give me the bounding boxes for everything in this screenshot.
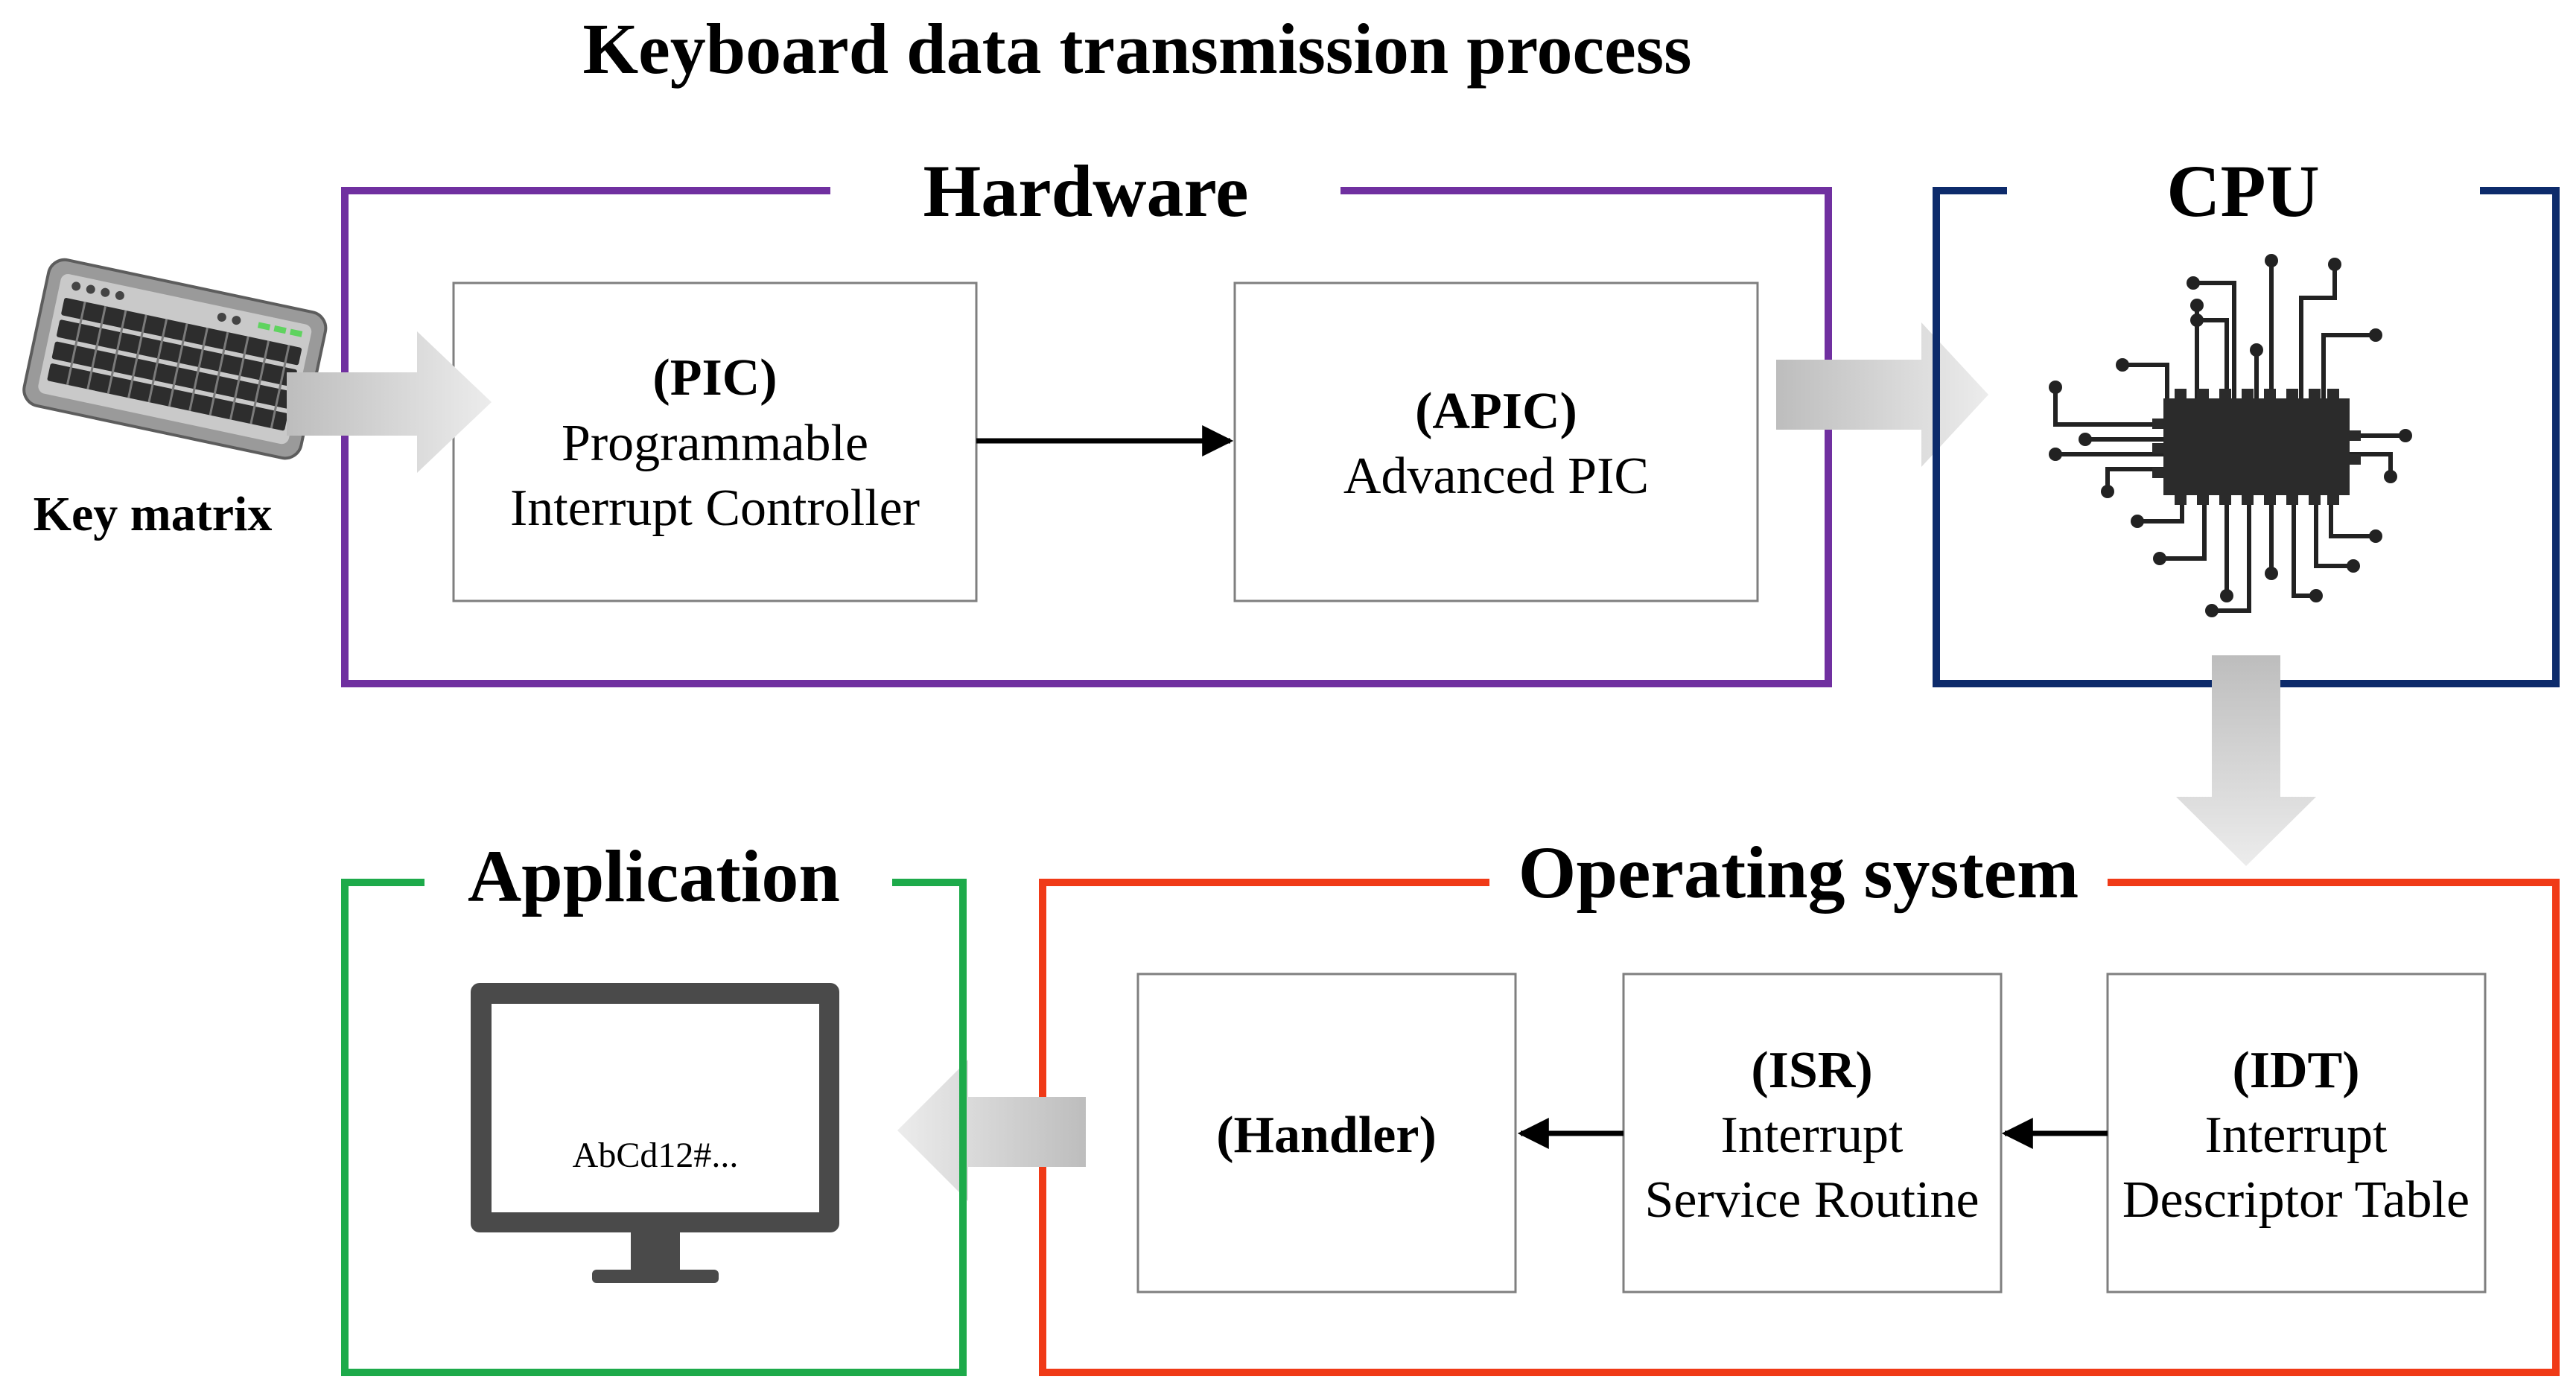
hardware-group: Hardware (PIC) Programmable Interrupt Co… [341, 150, 1832, 687]
pic-box [452, 281, 978, 602]
apic-box [1233, 281, 1759, 602]
hardware-to-cpu-arrow [1776, 322, 1988, 467]
cpu-label: CPU [2166, 150, 2320, 232]
isr-abbr: (ISR) [1751, 1042, 1872, 1099]
idt-box [2106, 973, 2487, 1293]
cpu-chip-icon [2049, 254, 2412, 617]
pic-line2: Interrupt Controller [510, 480, 920, 537]
apic-abbr: (APIC) [1415, 383, 1577, 440]
diagram-title: Keyboard data transmission process [583, 9, 1692, 89]
os-frame [1039, 879, 2560, 1376]
cpu-to-os-arrow [2176, 655, 2316, 866]
application-frame [341, 879, 967, 1376]
application-group: Application AbCd12#... [341, 835, 967, 1376]
cpu-group: CPU [1933, 150, 2560, 687]
hardware-frame [341, 187, 1832, 687]
pic-line1: Programmable [562, 415, 868, 472]
idt-line2: Descriptor Table [2122, 1171, 2470, 1229]
keyboard-icon [22, 258, 328, 460]
isr-line1: Interrupt [1721, 1107, 1904, 1164]
monitor-icon [471, 983, 839, 1283]
application-label: Application [468, 835, 840, 917]
os-label: Operating system [1518, 831, 2079, 914]
monitor-screen-text: AbCd12#... [573, 1136, 739, 1175]
apic-line1: Advanced PIC [1343, 448, 1649, 505]
pic-abbr: (PIC) [652, 349, 777, 407]
os-to-app-arrow [897, 1060, 1086, 1201]
keyboard-to-pic-arrow [287, 331, 492, 473]
handler-abbr: (Handler) [1216, 1107, 1437, 1164]
idt-abbr: (IDT) [2232, 1042, 2359, 1099]
isr-line2: Service Routine [1644, 1171, 1979, 1229]
keyboard-label: Key matrix [34, 487, 273, 541]
idt-line1: Interrupt [2205, 1107, 2388, 1164]
os-group: Operating system (IDT) Interrupt Descrip… [1039, 831, 2560, 1376]
hardware-label: Hardware [923, 150, 1249, 232]
isr-box [1622, 973, 2003, 1293]
handler-box [1136, 973, 1517, 1293]
